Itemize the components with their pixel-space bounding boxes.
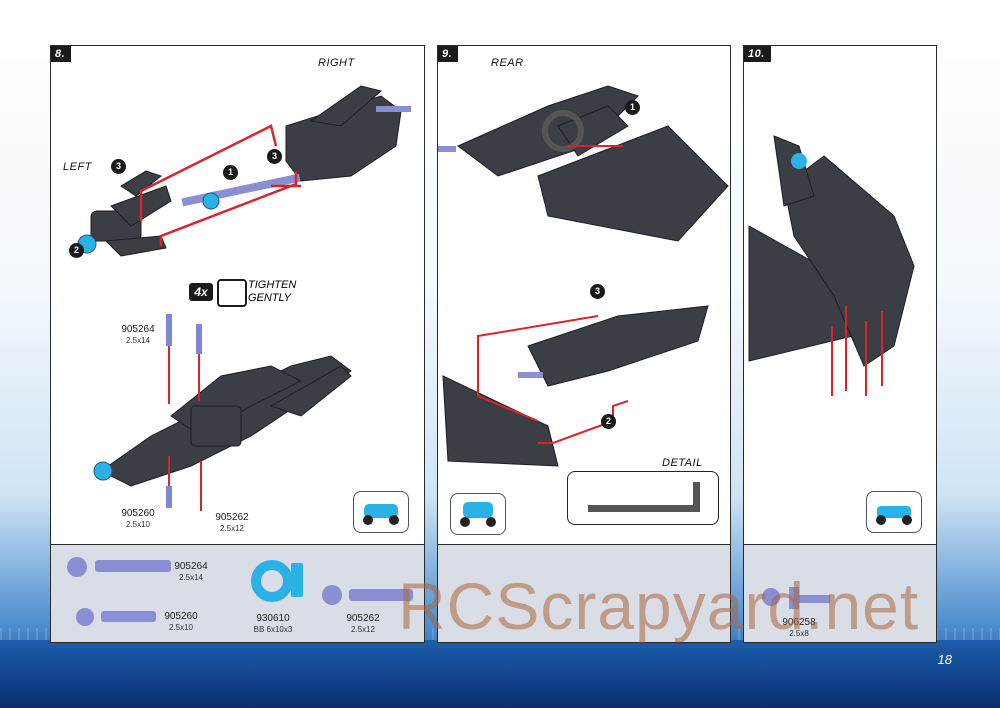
vehicle-thumbnail [450, 493, 506, 535]
step-8-panel: 8. RIGHT LEFT 1 2 3 3 4x TIGHTEN GENTLY [50, 45, 425, 643]
front-bulkhead-illustration [748, 135, 915, 396]
vehicle-thumbnail [866, 491, 922, 533]
callout-3-right: 3 [267, 149, 282, 164]
axle-right-icon [376, 106, 411, 112]
label-right: RIGHT [318, 57, 355, 69]
front-arm-assembled-illustration [93, 314, 352, 511]
page-number: 18 [937, 652, 952, 667]
callout-1: 1 [625, 100, 640, 115]
step-8-tag: 8. [51, 46, 72, 62]
label-rear: REAR [491, 57, 524, 69]
rear-arm-chassis-illustration [438, 85, 729, 467]
assembly-arrows [139, 124, 301, 246]
tighten-note: TIGHTEN GENTLY [248, 279, 296, 305]
watermark: RCScrapyard.net [398, 569, 920, 643]
bearing-icon [202, 192, 220, 210]
vehicle-thumbnail [353, 491, 409, 533]
step-9-tag: 9. [438, 46, 459, 62]
front-arm-exploded-illustration [77, 85, 411, 257]
detail-box [567, 471, 719, 525]
step-9-parts-bin [438, 544, 730, 642]
tighten-line-1: TIGHTEN [248, 279, 297, 291]
hex-driver-icon [217, 279, 247, 307]
background-band [0, 640, 1000, 708]
step-10-tag: 10. [744, 46, 771, 62]
callout-3: 3 [590, 284, 605, 299]
callout-2: 2 [69, 243, 84, 258]
label-left: LEFT [63, 161, 92, 173]
tighten-line-2: GENTLY [248, 292, 292, 304]
screw-arrows [831, 306, 883, 396]
label-detail: DETAIL [662, 457, 703, 469]
step-9-panel: 9. REAR 1 3 2 DETAIL [437, 45, 731, 643]
callout-3-left: 3 [111, 159, 126, 174]
quantity-badge: 4x [189, 283, 213, 301]
callout-2: 2 [601, 414, 616, 429]
screw-arrows [168, 346, 202, 511]
callout-1: 1 [223, 165, 238, 180]
